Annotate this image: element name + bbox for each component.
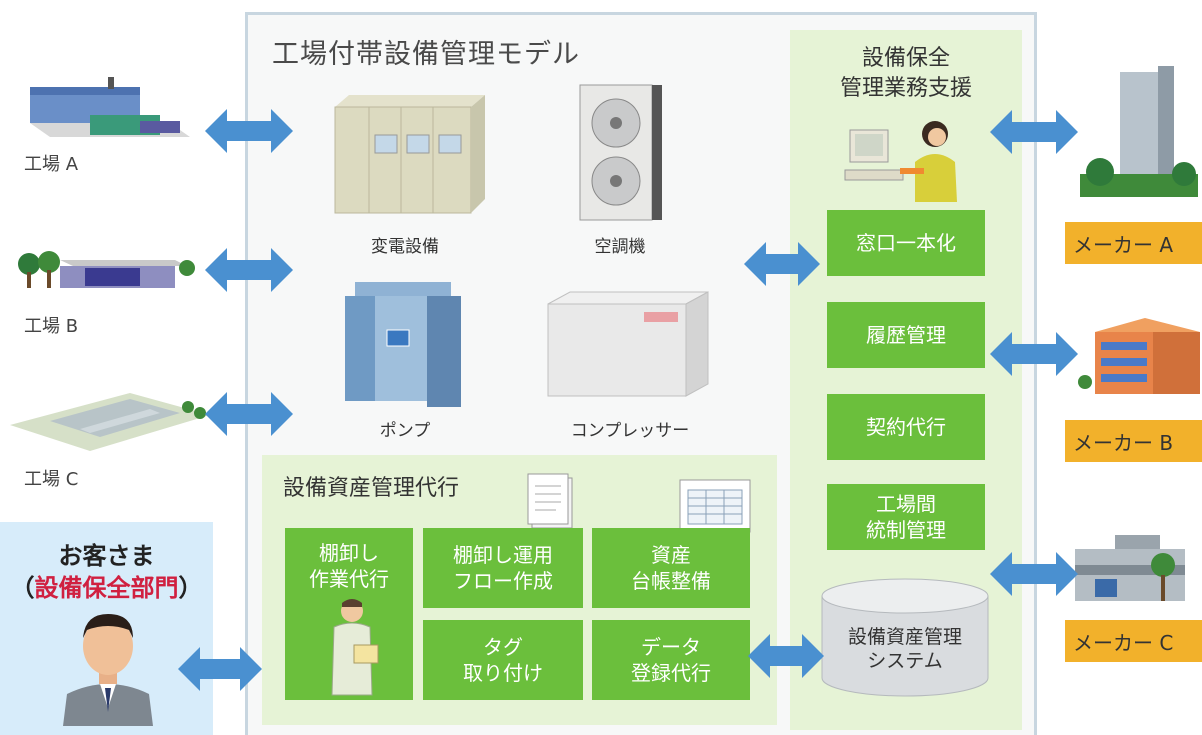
data-registration-line1: データ [641,635,701,659]
inventory-work-line2: 作業代行 [309,567,389,591]
document-icon [527,473,573,529]
single-contact-label: 窓口一本化 [856,231,956,255]
inventory-work-line1: 棚卸し [319,541,379,565]
single-contact-button: 窓口一本化 [827,210,985,276]
pump-icon [345,282,461,407]
air-conditioner-icon [579,84,662,221]
maker-b-building-icon [1078,318,1200,394]
history-management-button: 履歴管理 [827,302,985,368]
maker-b-label: メーカー B [1065,420,1202,462]
inter-factory-control-line2: 統制管理 [866,518,946,542]
tag-attach-box: タグ 取り付け [423,620,583,700]
inventory-flow-line2: フロー作成 [453,569,553,593]
asset-management-title: 設備資産管理代行 [283,476,460,501]
customer-department: （設備保全部門） [0,572,213,604]
maker-a-arrow [990,110,1078,154]
maker-c-label: メーカー C [1065,620,1202,662]
factory-c-arrow [205,392,293,436]
model-title: 工場付帯設備管理モデル [272,39,580,70]
customer-title: お客さま （設備保全部門） [0,540,213,604]
maker-a-building-icon [1080,66,1198,197]
maker-b-arrow [990,332,1078,376]
maker-c-building-icon [1075,535,1185,601]
customer-department-name: 設備保全部門 [34,574,179,602]
tag-attach-line2: 取り付け [463,661,543,685]
asset-system-label: 設備資産管理 システム [820,625,990,673]
asset-system-line2: システム [867,650,943,672]
maker-c-arrow [990,552,1078,596]
support-title-line2: 管理業務支援 [839,76,972,101]
air-conditioner-label: 空調機 [594,237,646,257]
factory-c-icon [10,393,210,451]
customer-arrow [178,647,262,691]
tag-attach-line1: タグ [483,635,523,659]
substation-label: 変電設備 [371,237,439,257]
database-cylinder-icon [821,578,989,697]
factory-b-label: 工場 B [24,316,79,337]
operator-illustration [844,121,957,202]
worker-illustration [331,599,379,696]
spreadsheet-icon [679,479,751,533]
inter-factory-control-button: 工場間 統制管理 [827,484,985,550]
contract-agency-button: 契約代行 [827,394,985,460]
inventory-flow-creation-box: 棚卸し運用 フロー作成 [423,528,583,608]
compressor-label: コンプレッサー [570,421,690,441]
asset-ledger-line2: 台帳整備 [631,569,711,593]
maker-a-label: メーカー A [1065,222,1202,264]
asset-ledger-box: 資産 台帳整備 [592,528,750,608]
pump-label: ポンプ [379,421,431,441]
factory-a-icon [30,77,190,137]
support-title-line1: 設備保全 [861,46,950,71]
factory-a-label: 工場 A [24,154,79,175]
equipment-support-arrow [744,242,820,286]
data-registration-line2: 登録代行 [631,661,711,685]
history-management-label: 履歴管理 [866,323,946,347]
data-registration-box: データ 登録代行 [592,620,750,700]
contract-agency-label: 契約代行 [866,415,946,439]
support-title: 設備保全 管理業務支援 [790,44,1022,104]
inter-factory-control-line1: 工場間 [876,492,936,516]
customer-person-icon [63,614,153,726]
factory-a-arrow [205,109,293,153]
factory-c-label: 工場 C [24,469,79,490]
substation-icon [334,95,485,214]
asset-ledger-line1: 資産 [651,543,691,567]
data-system-arrow [748,634,824,678]
dept-paren-close: ） [178,574,203,602]
compressor-icon [547,291,709,397]
factory-b-arrow [205,248,293,292]
dept-paren-open: （ [10,574,35,602]
inventory-flow-line1: 棚卸し運用 [453,543,553,567]
customer-name: お客さま [58,542,155,570]
factory-b-icon [18,251,195,288]
asset-system-line1: 設備資産管理 [847,626,962,648]
